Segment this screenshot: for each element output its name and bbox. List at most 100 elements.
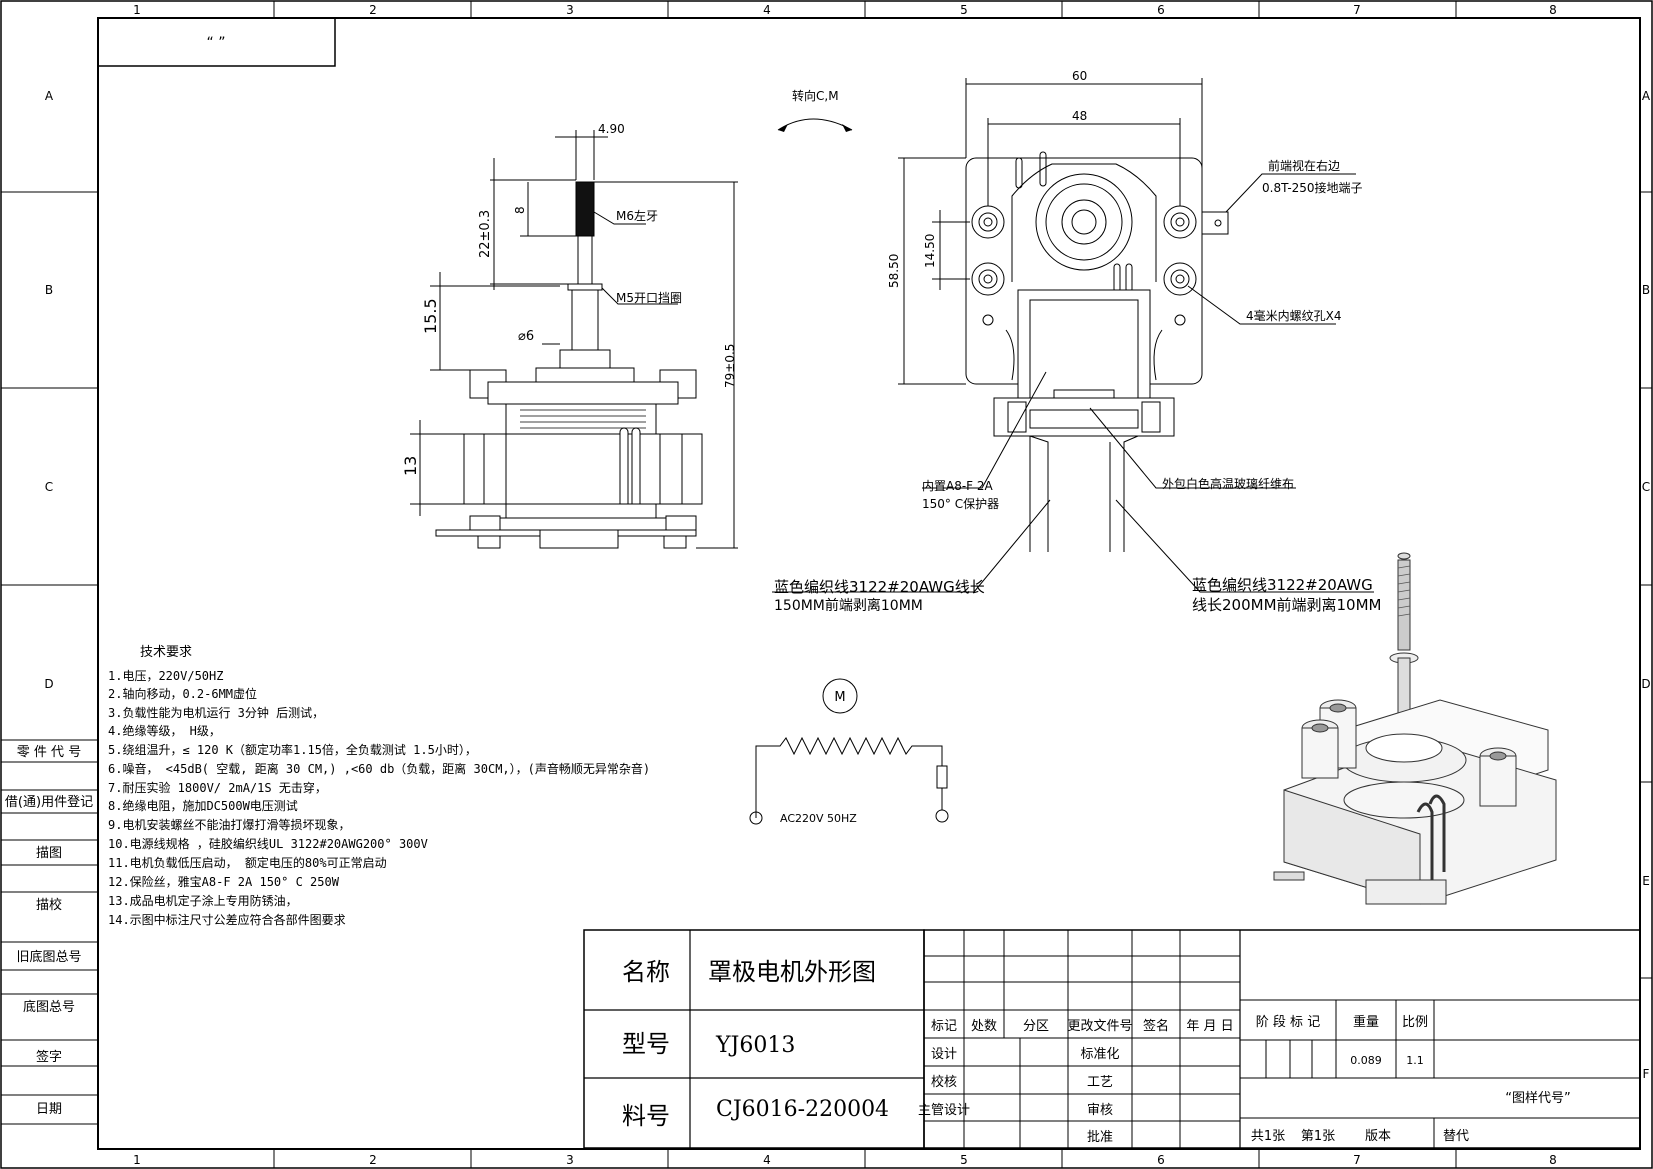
col-label: 1 [133, 1153, 141, 1167]
version-label: 版本 [1365, 1129, 1391, 1144]
col-label: 4 [763, 1153, 771, 1167]
approval: 批准 [1087, 1130, 1113, 1145]
scale-value: 1.1 [1406, 1054, 1424, 1067]
dim-48: 48 [1072, 109, 1087, 123]
rotation-label: 转向C,M [792, 88, 839, 103]
wire-left-line-2: 150MM前端剥离10MM [774, 597, 923, 614]
side-view-dims: 4.90 22±0.3 8 M6左牙 M5开口挡圈 15.5 ⌀6 79±0.5… [401, 122, 737, 476]
tech-line: 11.电机负载低压启动， 额定电压的80%可正常启动 [108, 855, 387, 870]
part-label: 料号 [622, 1102, 670, 1130]
scale-label: 比例 [1402, 1015, 1428, 1030]
tech-line: 2.轴向移动，0.2-6MM虚位 [108, 686, 257, 701]
dim-13: 13 [401, 456, 420, 476]
col-label: 1 [133, 3, 141, 17]
row-label: B [45, 283, 53, 297]
motor-symbol: M [834, 690, 845, 705]
col-label: 2 [369, 1153, 377, 1167]
tech-title: 技术要求 [140, 645, 192, 660]
approval: 标准化 [1080, 1047, 1119, 1062]
sheet-count: 共1张 [1251, 1129, 1285, 1144]
rotation-indicator: 转向C,M [777, 88, 853, 132]
approval: 工艺 [1087, 1075, 1113, 1090]
sign-row: 设计 [931, 1047, 957, 1062]
row-label: A [1642, 89, 1651, 103]
circuit-diagram [749, 678, 949, 825]
name-value: 罩极电机外形图 [708, 958, 876, 986]
part-value: CJ6016-220004 [716, 1097, 889, 1122]
wire-right-line-1: 蓝色编织线3122#20AWG [1192, 576, 1373, 594]
circuit-labels: M AC220V 50HZ [780, 690, 857, 825]
side-label: 描校 [36, 897, 62, 913]
row-label: C [1642, 480, 1650, 494]
row-label: C [45, 480, 53, 494]
dim-8: 8 [513, 206, 527, 214]
name-label: 名称 [622, 958, 670, 986]
row-label: D [44, 677, 53, 691]
rev-header: 更改文件号 [1067, 1019, 1132, 1034]
tech-line: 13.成品电机定子涂上专用防锈油， [108, 893, 298, 908]
col-label: 2 [369, 3, 377, 17]
weight-label: 重量 [1353, 1014, 1379, 1030]
front-view [772, 78, 1374, 593]
row-label: F [1643, 1067, 1650, 1081]
approval: 审核 [1087, 1103, 1113, 1118]
tech-line: 8.绝缘电阻，施加DC500W电压测试 [108, 798, 298, 813]
side-block: 零 件 代 号 借(通)用件登记 描图 描校 旧底图总号 底图总号 签字 日期 [1, 739, 98, 1125]
col-label: 7 [1353, 1153, 1361, 1167]
col-label: 8 [1549, 3, 1557, 17]
tech-line: 9.电机安装螺丝不能油打爆打滑等损坏现象， [108, 817, 350, 832]
front-view-labels: 60 48 58.50 14.50 前端视在右边 0.8T-250接地端子 4毫… [774, 69, 1382, 614]
rev-header: 标记 [931, 1019, 957, 1034]
supply-label: AC220V 50HZ [780, 812, 857, 825]
side-label: 零 件 代 号 [17, 745, 81, 760]
weight-value: 0.089 [1350, 1054, 1382, 1067]
col-label: 5 [960, 3, 968, 17]
rev-header: 分区 [1023, 1019, 1049, 1034]
side-label: 描图 [36, 846, 62, 861]
sign-row: 主管设计 [918, 1103, 970, 1118]
protector-line-2: 150° C保护器 [922, 497, 999, 511]
rev-header: 签名 [1143, 1018, 1169, 1034]
dim-4-90: 4.90 [598, 122, 625, 136]
protector-line-1: 内置A8-F 2A [922, 479, 994, 493]
side-view [410, 130, 738, 549]
clip-label: M5开口挡圈 [616, 291, 682, 305]
dim-22: 22±0.3 [478, 210, 493, 258]
col-label: 6 [1157, 3, 1165, 17]
dim-15-5: 15.5 [421, 298, 440, 334]
side-label: 日期 [36, 1102, 62, 1117]
col-label: 7 [1353, 3, 1361, 17]
sheet-number: 第1张 [1301, 1129, 1335, 1144]
col-label: 5 [960, 1153, 968, 1167]
title-block-text: 名称 罩极电机外形图 型号 YJ6013 料号 CJ6016-220004 标记… [622, 958, 1571, 1145]
col-label: 3 [566, 3, 574, 17]
corner-mark: “ ” [207, 35, 226, 51]
model-label: 型号 [622, 1030, 670, 1058]
side-label: 底图总号 [23, 999, 75, 1015]
row-label: D [1641, 677, 1650, 691]
side-label: 借(通)用件登记 [5, 795, 93, 810]
tech-line: 3.负载性能为电机运行 3分钟 后测试， [108, 705, 324, 720]
title-block [583, 929, 1641, 1149]
tech-line: 10.电源线规格 ，硅胶编织线UL 3122#20AWG200° 300V [108, 836, 428, 851]
drawing-number: “图样代号” [1505, 1091, 1570, 1106]
motor-render [1273, 552, 1557, 905]
terminal-desc: 0.8T-250接地端子 [1262, 180, 1363, 195]
tech-requirements: 技术要求 1.电压，220V/50HZ 2.轴向移动，0.2-6MM虚位 3.负… [108, 645, 650, 927]
col-label: 4 [763, 3, 771, 17]
sign-row: 校核 [931, 1074, 957, 1090]
tech-line: 7.耐压实验 1800V/ 2mA/1S 无击穿， [108, 780, 327, 795]
terminal-title: 前端视在右边 [1268, 158, 1340, 173]
tech-line: 6.噪音， <45dB( 空载, 距离 30 CM,) ,<60 db（负载，距… [108, 761, 650, 776]
tech-line: 1.电压，220V/50HZ [108, 669, 223, 683]
row-label: E [1642, 874, 1650, 888]
dim-58-50: 58.50 [887, 254, 901, 288]
holes-label: 4毫米内螺纹孔X4 [1246, 308, 1342, 323]
col-label: 3 [566, 1153, 574, 1167]
tech-line: 5.绕组温升，≤ 120 K（额定功率1.15倍，全负载测试 1.5小时）， [108, 742, 477, 757]
model-value: YJ6013 [715, 1033, 795, 1058]
tech-line: 4.绝缘等级， H级， [108, 723, 221, 738]
thread-label: M6左牙 [616, 208, 658, 223]
tech-line: 12.保险丝，雅宝A8-F 2A 150° C 250W [108, 874, 340, 889]
